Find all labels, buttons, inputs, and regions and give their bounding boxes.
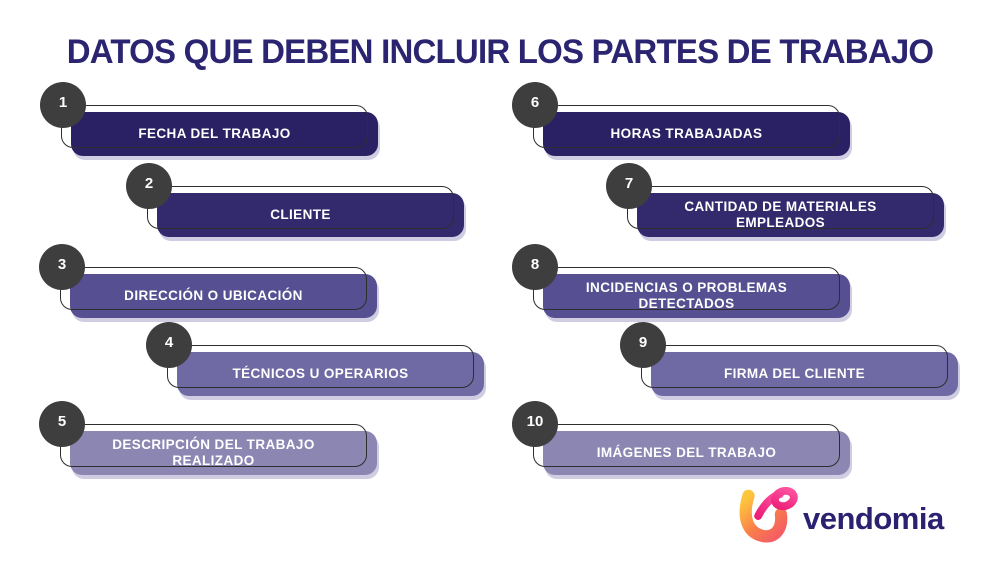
item-label: INCIDENCIAS O PROBLEMAS DETECTADOS [585, 280, 788, 311]
item-descripcion-del-trabajo: DESCRIPCIÓN DEL TRABAJO REALIZADO 5 [39, 401, 377, 476]
item-number-badge: 2 [126, 163, 172, 209]
item-bar [651, 352, 958, 396]
item-number-badge: 5 [39, 401, 85, 447]
item-bar [543, 431, 850, 475]
item-direccion-o-ubicacion: DIRECCIÓN O UBICACIÓN 3 [39, 244, 377, 319]
item-bar [637, 193, 944, 237]
item-number-badge: 9 [620, 322, 666, 368]
item-number-badge: 10 [512, 401, 558, 447]
item-number-badge: 4 [146, 322, 192, 368]
item-bar [71, 112, 378, 156]
item-label: DIRECCIÓN O UBICACIÓN [124, 288, 303, 304]
item-number-badge: 1 [40, 82, 86, 128]
page-title: DATOS QUE DEBEN INCLUIR LOS PARTES DE TR… [66, 33, 934, 71]
item-horas-trabajadas: HORAS TRABAJADAS 6 [512, 82, 850, 157]
item-bar [543, 274, 850, 318]
item-label: FECHA DEL TRABAJO [138, 126, 291, 142]
item-label: DESCRIPCIÓN DEL TRABAJO REALIZADO [112, 437, 315, 468]
item-bar [157, 193, 464, 237]
item-imagenes-del-trabajo: IMÁGENES DEL TRABAJO 10 [512, 401, 850, 476]
item-bar [70, 431, 377, 475]
item-number-badge: 6 [512, 82, 558, 128]
item-label: FIRMA DEL CLIENTE [723, 366, 866, 382]
item-number-badge: 3 [39, 244, 85, 290]
item-firma-del-cliente: FIRMA DEL CLIENTE 9 [620, 322, 958, 397]
item-fecha-del-trabajo: FECHA DEL TRABAJO 1 [40, 82, 378, 157]
item-bar [177, 352, 484, 396]
item-bar [70, 274, 377, 318]
item-number-badge: 7 [606, 163, 652, 209]
item-cliente: CLIENTE 2 [126, 163, 464, 238]
item-label: IMÁGENES DEL TRABAJO [596, 445, 777, 461]
item-label: TÉCNICOS U OPERARIOS [232, 366, 409, 382]
vendomia-logo: vendomia [731, 484, 944, 548]
item-label: CANTIDAD DE MATERIALES EMPLEADOS [684, 199, 877, 230]
item-cantidad-de-materiales: CANTIDAD DE MATERIALES EMPLEADOS 7 [606, 163, 944, 238]
vendomia-u-swoosh-icon [739, 486, 798, 543]
item-label: CLIENTE [270, 207, 331, 223]
item-bar [543, 112, 850, 156]
item-incidencias-o-problemas: INCIDENCIAS O PROBLEMAS DETECTADOS 8 [512, 244, 850, 319]
item-label: HORAS TRABAJADAS [610, 126, 763, 142]
vendomia-wordmark: vendomia [803, 501, 944, 536]
item-number-badge: 8 [512, 244, 558, 290]
item-tecnicos-u-operarios: TÉCNICOS U OPERARIOS 4 [146, 322, 484, 397]
